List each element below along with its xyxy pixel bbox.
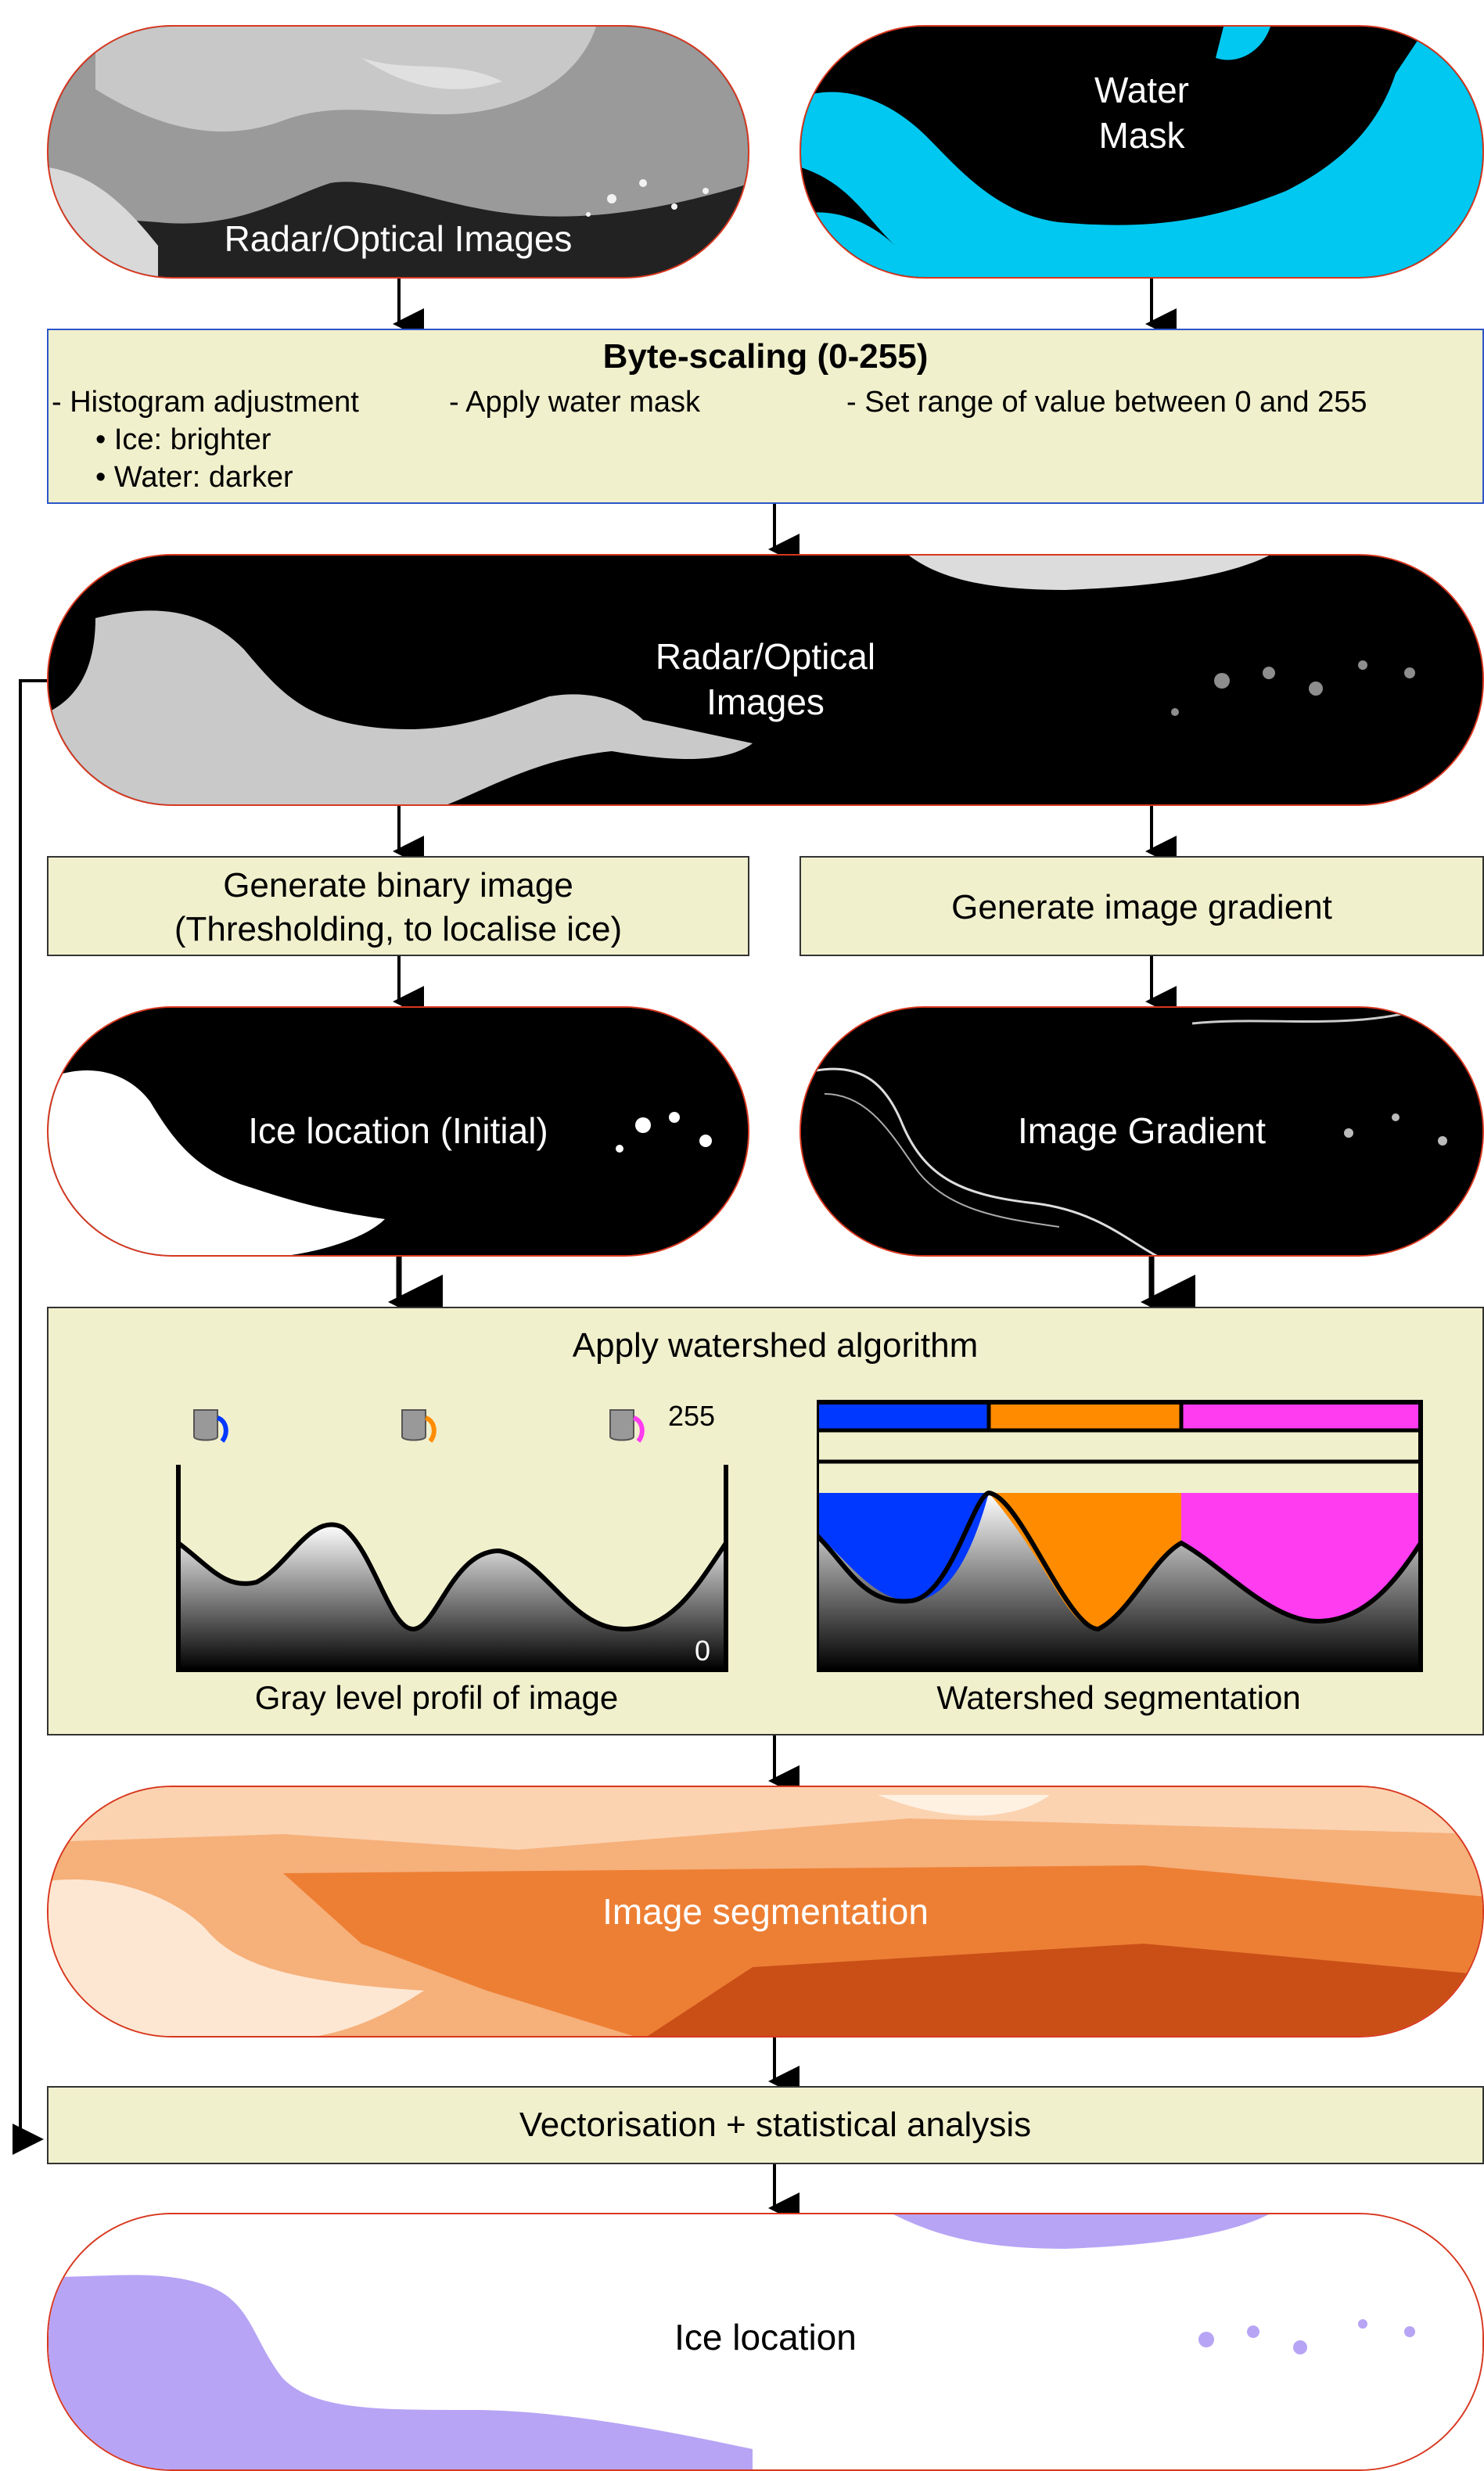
watershed-title: Apply watershed algorithm — [49, 1324, 1484, 1368]
byte-scaling-item-water: • Water: darker — [95, 459, 293, 496]
image-gradient-node: Image Gradient — [799, 1006, 1484, 1257]
ice-location-node: Ice location — [47, 2213, 1484, 2471]
byte-scaling-col3: - Set range of value between 0 and 255 — [846, 383, 1367, 421]
bucket-orange-icon — [402, 1410, 434, 1441]
watershed-segmentation-diagram — [817, 1394, 1443, 1684]
bar-blue — [817, 1402, 989, 1430]
scaled-images-label: Radar/Optical Images — [49, 634, 1482, 725]
profile-caption: Gray level profil of image — [124, 1676, 749, 1720]
bucket-blue-icon — [194, 1410, 226, 1441]
scaled-images-node: Radar/Optical Images — [47, 554, 1484, 806]
water-mask-node: Water Mask — [799, 25, 1484, 279]
segmentation-label: Image segmentation — [49, 1889, 1482, 1934]
binary-step-label: Generate binary image (Thresholding, to … — [49, 864, 748, 951]
gradient-step-label: Generate image gradient — [801, 886, 1482, 930]
bucket-magenta-icon — [610, 1410, 642, 1441]
ice-initial-node: Ice location (Initial) — [47, 1006, 749, 1257]
profile-min-label: 0 — [695, 1635, 710, 1667]
arrow-images-to-vector — [20, 681, 47, 2139]
byte-scaling-title: Byte-scaling (0-255) — [49, 335, 1482, 379]
vectorisation-label: Vectorisation + statistical analysis — [49, 2103, 1484, 2147]
watershed-box: Apply watershed algorithm 255 0 — [47, 1307, 1484, 1735]
profile-max-label: 255 — [668, 1400, 715, 1432]
byte-scaling-box: Byte-scaling (0-255) - Histogram adjustm… — [47, 329, 1484, 504]
ice-initial-label: Ice location (Initial) — [49, 1108, 748, 1153]
input-images-label: Radar/Optical Images — [49, 216, 748, 261]
byte-scaling-col2: - Apply water mask — [449, 383, 700, 421]
segmentation-node: Image segmentation — [47, 1786, 1484, 2038]
image-gradient-label: Image Gradient — [801, 1108, 1482, 1153]
segmentation-caption: Watershed segmentation — [817, 1676, 1421, 1720]
water-mask-label: Water Mask — [801, 67, 1482, 158]
vectorisation-box: Vectorisation + statistical analysis — [47, 2086, 1484, 2164]
bar-magenta — [1181, 1402, 1421, 1430]
bar-orange — [989, 1402, 1181, 1430]
byte-scaling-item-ice: • Ice: brighter — [95, 421, 271, 459]
gray-level-profile: 255 0 — [124, 1394, 749, 1684]
binary-step-box: Generate binary image (Thresholding, to … — [47, 856, 749, 956]
input-images-node: Radar/Optical Images — [47, 25, 749, 279]
ice-location-label: Ice location — [49, 2315, 1482, 2360]
byte-scaling-col1-head: - Histogram adjustment — [52, 383, 359, 421]
gradient-step-box: Generate image gradient — [799, 856, 1484, 956]
